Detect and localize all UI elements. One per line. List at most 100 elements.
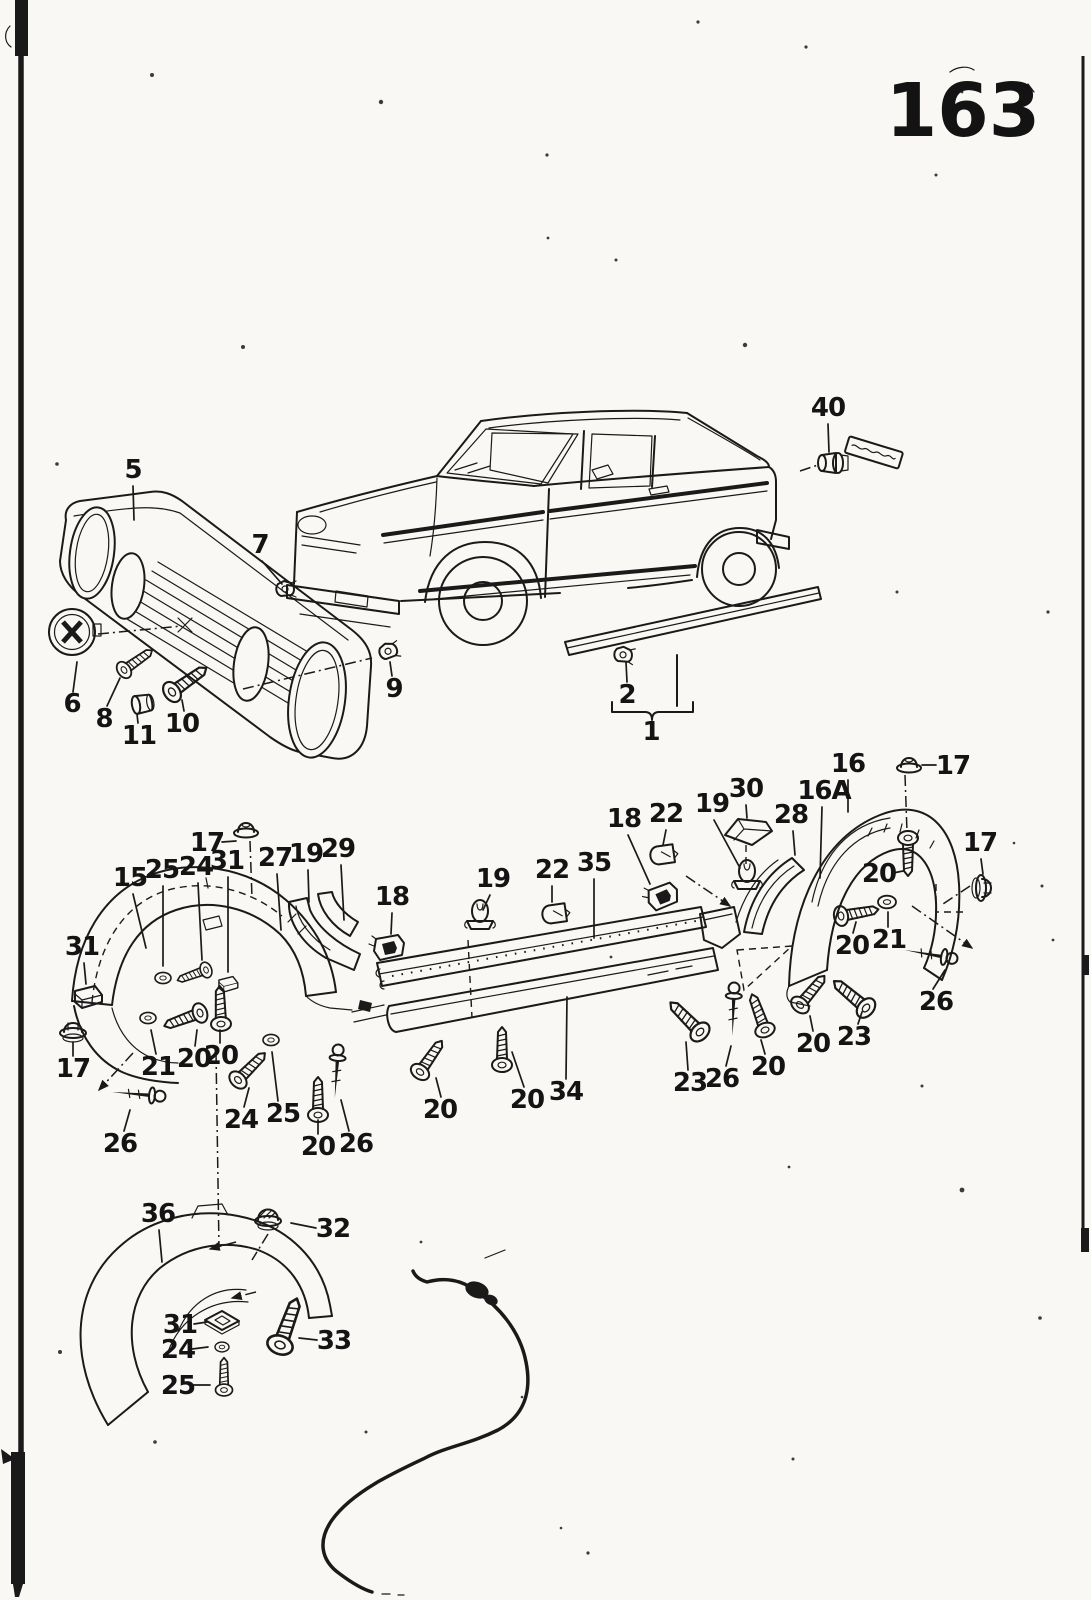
callout-40-0: 40 — [811, 393, 845, 423]
callout-7-2: 7 — [251, 530, 268, 560]
sill-strip-1 — [564, 586, 822, 721]
callout-26-41: 26 — [919, 987, 953, 1017]
scan-speckles — [55, 20, 1055, 1555]
datum-corner — [935, 884, 966, 913]
screw-20-h — [741, 989, 778, 1041]
callout-30-32: 30 — [729, 774, 763, 804]
callout-10-6: 10 — [165, 709, 199, 739]
plug-and-plate-40 — [799, 435, 904, 474]
callout-leader-34-45 — [565, 996, 568, 1080]
callout-25-57: 25 — [161, 1371, 195, 1401]
centerline-grille — [242, 657, 373, 690]
callout-1-9: 1 — [642, 717, 659, 747]
callout-17-36: 17 — [936, 751, 970, 781]
callout-leader-19-31 — [713, 819, 741, 869]
callout-leader-17-10 — [221, 840, 237, 843]
screw-33 — [263, 1292, 311, 1360]
washer-21-right — [877, 894, 897, 910]
callout-leader-7-2 — [261, 560, 283, 585]
callout-leader-18-18 — [390, 912, 393, 935]
callout-leader-32-54 — [290, 1222, 317, 1229]
centerline-nut17-left — [249, 840, 253, 899]
callout-20-38: 20 — [862, 859, 896, 889]
clip-30 — [724, 818, 773, 846]
callout-leader-31-55 — [193, 1321, 208, 1325]
screw-23-a — [661, 993, 715, 1047]
callout-15-11: 15 — [113, 863, 147, 893]
clip-9 — [376, 639, 402, 663]
callout-leader-19-16 — [307, 869, 310, 903]
callout-20-51: 20 — [796, 1029, 830, 1059]
callout-28-33: 28 — [774, 800, 808, 830]
callout-leader-17-37 — [980, 858, 984, 875]
washer-25-top — [154, 971, 172, 985]
wheel-arch-trim-left — [71, 866, 353, 1084]
callout-leader-23-48 — [685, 1041, 689, 1071]
nut-17-top-right — [896, 757, 922, 774]
moulding-end-28 — [735, 857, 805, 935]
callout-leader-10-6 — [181, 699, 185, 712]
callout-leader-20-38 — [892, 870, 904, 874]
washer-24-bottom — [214, 1341, 230, 1353]
callout-19-44: 19 — [476, 864, 510, 894]
callout-18-29: 18 — [607, 804, 641, 834]
callout-leader-22-30 — [662, 829, 667, 846]
callout-31-14: 31 — [210, 846, 244, 876]
callout-16A-35: 16A — [797, 776, 851, 806]
screw-20-c — [307, 1076, 329, 1123]
callout-23-48: 23 — [673, 1068, 707, 1098]
grommet-17-left — [59, 1022, 87, 1043]
callout-leader-24-56 — [191, 1346, 209, 1350]
clip-18-right — [640, 880, 681, 914]
callout-leader-26-21 — [123, 1109, 131, 1132]
callout-leader-26-49 — [725, 1045, 732, 1067]
callout-leader-20-23 — [194, 1029, 198, 1047]
pin-26-b — [325, 1042, 348, 1100]
callout-5-1: 5 — [124, 455, 141, 485]
callout-leader-31-19 — [83, 962, 87, 985]
scan-squiggle — [321, 1249, 530, 1596]
callout-leader-20-51 — [809, 1015, 814, 1032]
callout-34-45: 34 — [549, 1077, 583, 1107]
callout-leader-30-32 — [745, 804, 748, 819]
car-illustration — [286, 409, 790, 646]
callout-20-24: 20 — [204, 1041, 238, 1071]
callout-26-49: 26 — [705, 1064, 739, 1094]
callout-22-43: 22 — [535, 855, 569, 885]
callout-21-39: 21 — [872, 925, 906, 955]
callout-leader-6-3 — [72, 661, 78, 693]
callout-17-37: 17 — [963, 828, 997, 858]
centerline-grommet-right — [939, 885, 971, 907]
callout-19-16: 19 — [289, 839, 323, 869]
callout-leader-25-26 — [271, 1051, 279, 1102]
wheel-house-liner — [79, 1203, 333, 1426]
grommet-17-right — [971, 874, 992, 902]
callout-19-31: 19 — [695, 789, 729, 819]
washer-25-b — [262, 1033, 280, 1047]
emblem-badge — [48, 608, 102, 656]
sill-moulding-35 — [375, 906, 707, 990]
pin-26-d — [723, 981, 744, 1038]
grille-assembly — [59, 490, 373, 760]
callout-leader-2-8 — [625, 661, 628, 683]
screw-20-f — [406, 1034, 451, 1085]
callout-leader-20-46 — [435, 1077, 442, 1098]
cap-11 — [129, 692, 157, 716]
callout-leader-26-28 — [340, 1099, 350, 1132]
centerline-arrow-right — [911, 905, 974, 949]
callout-9-7: 9 — [385, 674, 402, 704]
callout-leader-5-1 — [132, 485, 135, 521]
callout-leader-20-47 — [511, 1051, 525, 1088]
callout-leader-36-53 — [158, 1229, 163, 1263]
callout-leader-11-5 — [136, 713, 139, 724]
callout-17-20: 17 — [56, 1054, 90, 1084]
callout-32-54: 32 — [316, 1214, 350, 1244]
scan-border-left — [1, 0, 28, 1597]
callout-leader-27-15 — [276, 873, 282, 931]
callout-25-12: 25 — [145, 855, 179, 885]
callout-17-10: 17 — [190, 828, 224, 858]
callout-leader-40-0 — [827, 423, 830, 453]
model-plate — [844, 435, 904, 470]
